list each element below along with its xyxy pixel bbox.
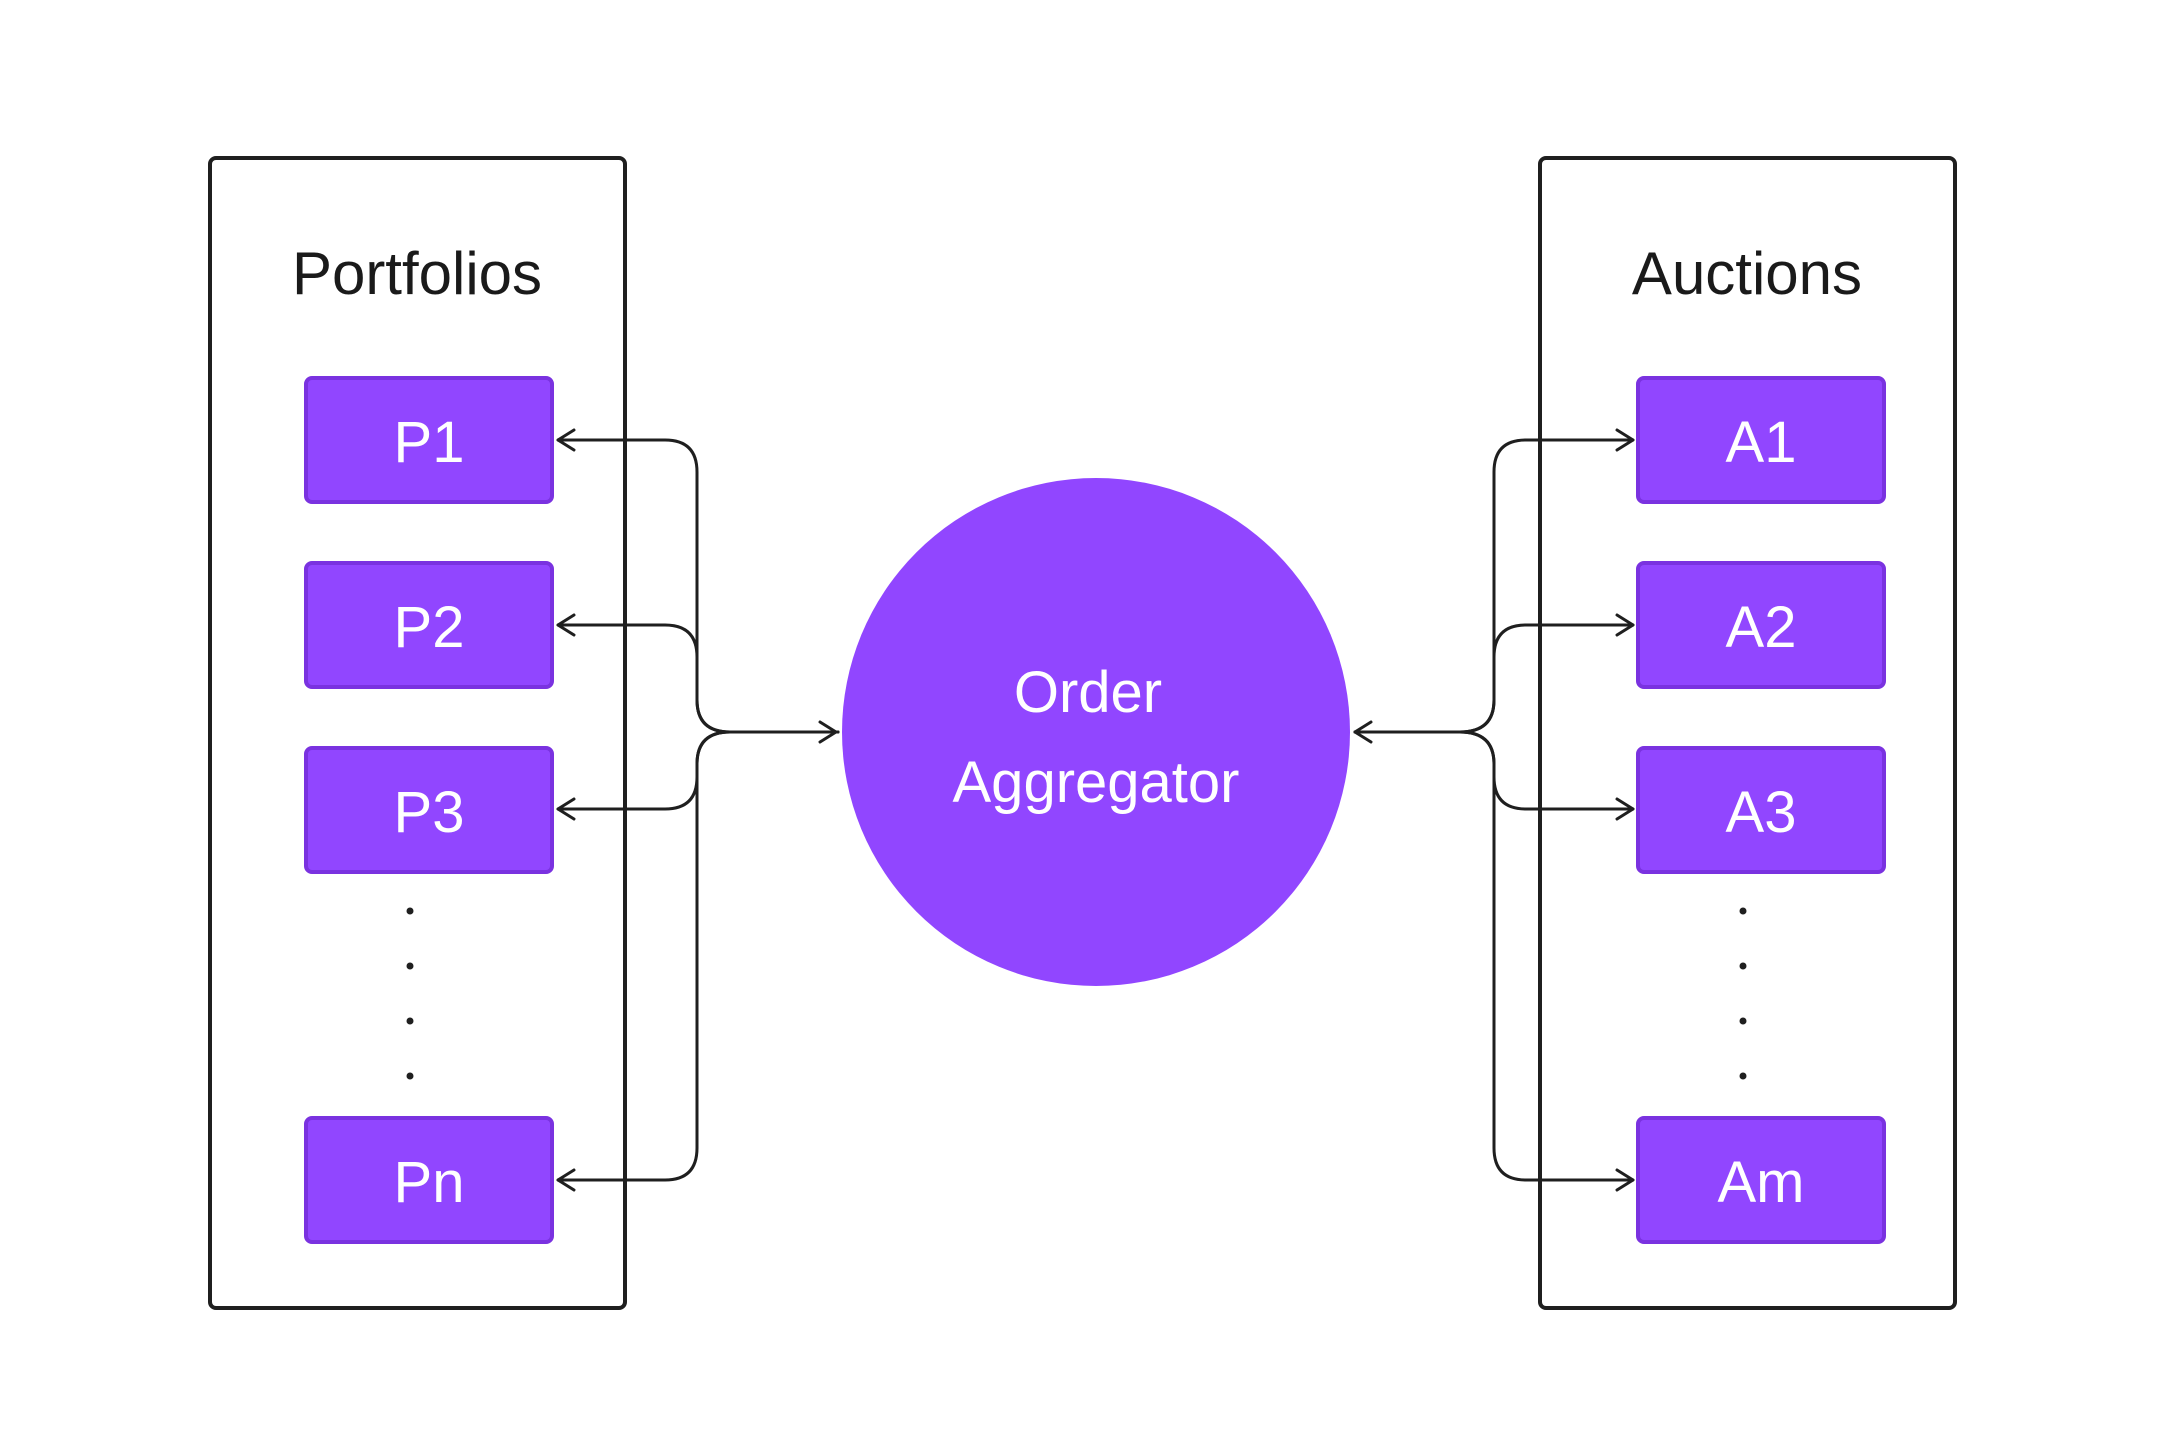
node-p3: P3 [304,746,554,874]
node-pn: Pn [304,1116,554,1244]
edge-p2 [556,613,840,734]
node-a2-label: A2 [1726,595,1797,660]
node-p1: P1 [304,376,554,504]
edge-am [1353,730,1635,1192]
auctions-ellipsis [1739,907,1747,1080]
node-p2: P2 [304,561,554,689]
edge-a2 [1353,613,1635,734]
node-am: Am [1636,1116,1886,1244]
node-a3-label: A3 [1726,780,1797,845]
node-a3: A3 [1636,746,1886,874]
node-a1: A1 [1636,376,1886,504]
node-p1-label: P1 [394,410,465,475]
auctions-group [1538,156,1957,1310]
portfolios-title: Portfolios [292,240,542,307]
node-p2-label: P2 [394,595,465,660]
edge-pn [556,730,840,1192]
node-a1-label: A1 [1726,410,1797,475]
node-am-label: Am [1718,1150,1805,1215]
node-a2: A2 [1636,561,1886,689]
auctions-title: Auctions [1632,240,1862,307]
node-pn-label: Pn [394,1150,465,1215]
portfolios-ellipsis [406,907,414,1080]
order-aggregator-hub: Order Aggregator [842,478,1350,986]
hub-label-line2: Aggregator [953,750,1240,815]
portfolios-group [208,156,627,1310]
hub-label-line1: Order [1014,660,1162,725]
node-p3-label: P3 [394,780,465,845]
